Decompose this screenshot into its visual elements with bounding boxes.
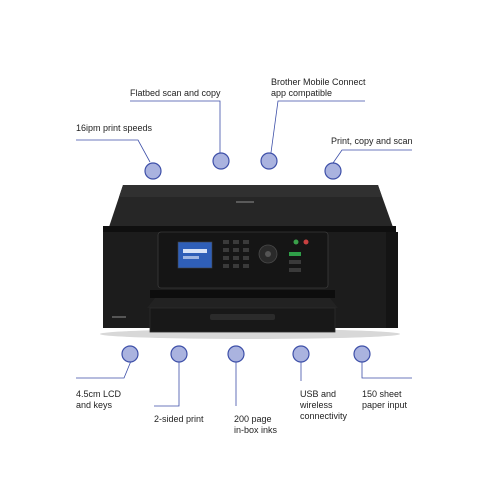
label-print-speeds: 16ipm print speeds (76, 123, 153, 133)
markers-top (144, 152, 342, 180)
circle-marker-icon (260, 152, 278, 170)
connector-print-speeds (76, 139, 151, 163)
label-paper-input: 150 sheet paper input (362, 389, 408, 410)
label-two-sided: 2-sided print (154, 414, 204, 424)
label-mobile-app: Brother Mobile Connect app compatible (271, 77, 366, 98)
connector-two-sided (154, 362, 180, 407)
label-lcd: 4.5cm LCD and keys (76, 389, 122, 410)
lcd-screen-icon (177, 241, 213, 269)
circle-marker-icon (121, 345, 139, 363)
label-inks: 200 page in-box inks (234, 414, 278, 435)
circle-marker-icon (292, 345, 310, 363)
connector-lcd (76, 360, 132, 379)
label-connectivity: USB and wireless connectivity (300, 389, 348, 421)
label-print-copy-scan: Print, copy and scan (331, 136, 413, 146)
connector-paper-input (361, 362, 412, 379)
circle-marker-icon (170, 345, 188, 363)
circle-marker-icon (324, 162, 342, 180)
connector-lines-bottom (76, 360, 412, 407)
connector-lines-top (76, 100, 412, 164)
circle-marker-icon (144, 162, 162, 180)
printer-illustration (100, 185, 400, 339)
markers-bottom (121, 345, 371, 363)
connector-mobile-app (269, 100, 365, 161)
circle-marker-icon (212, 152, 230, 170)
label-flatbed: Flatbed scan and copy (130, 88, 221, 98)
circle-marker-icon (353, 345, 371, 363)
connector-print-copy-scan (332, 149, 412, 164)
circle-marker-icon (227, 345, 245, 363)
connector-flatbed (130, 100, 221, 158)
